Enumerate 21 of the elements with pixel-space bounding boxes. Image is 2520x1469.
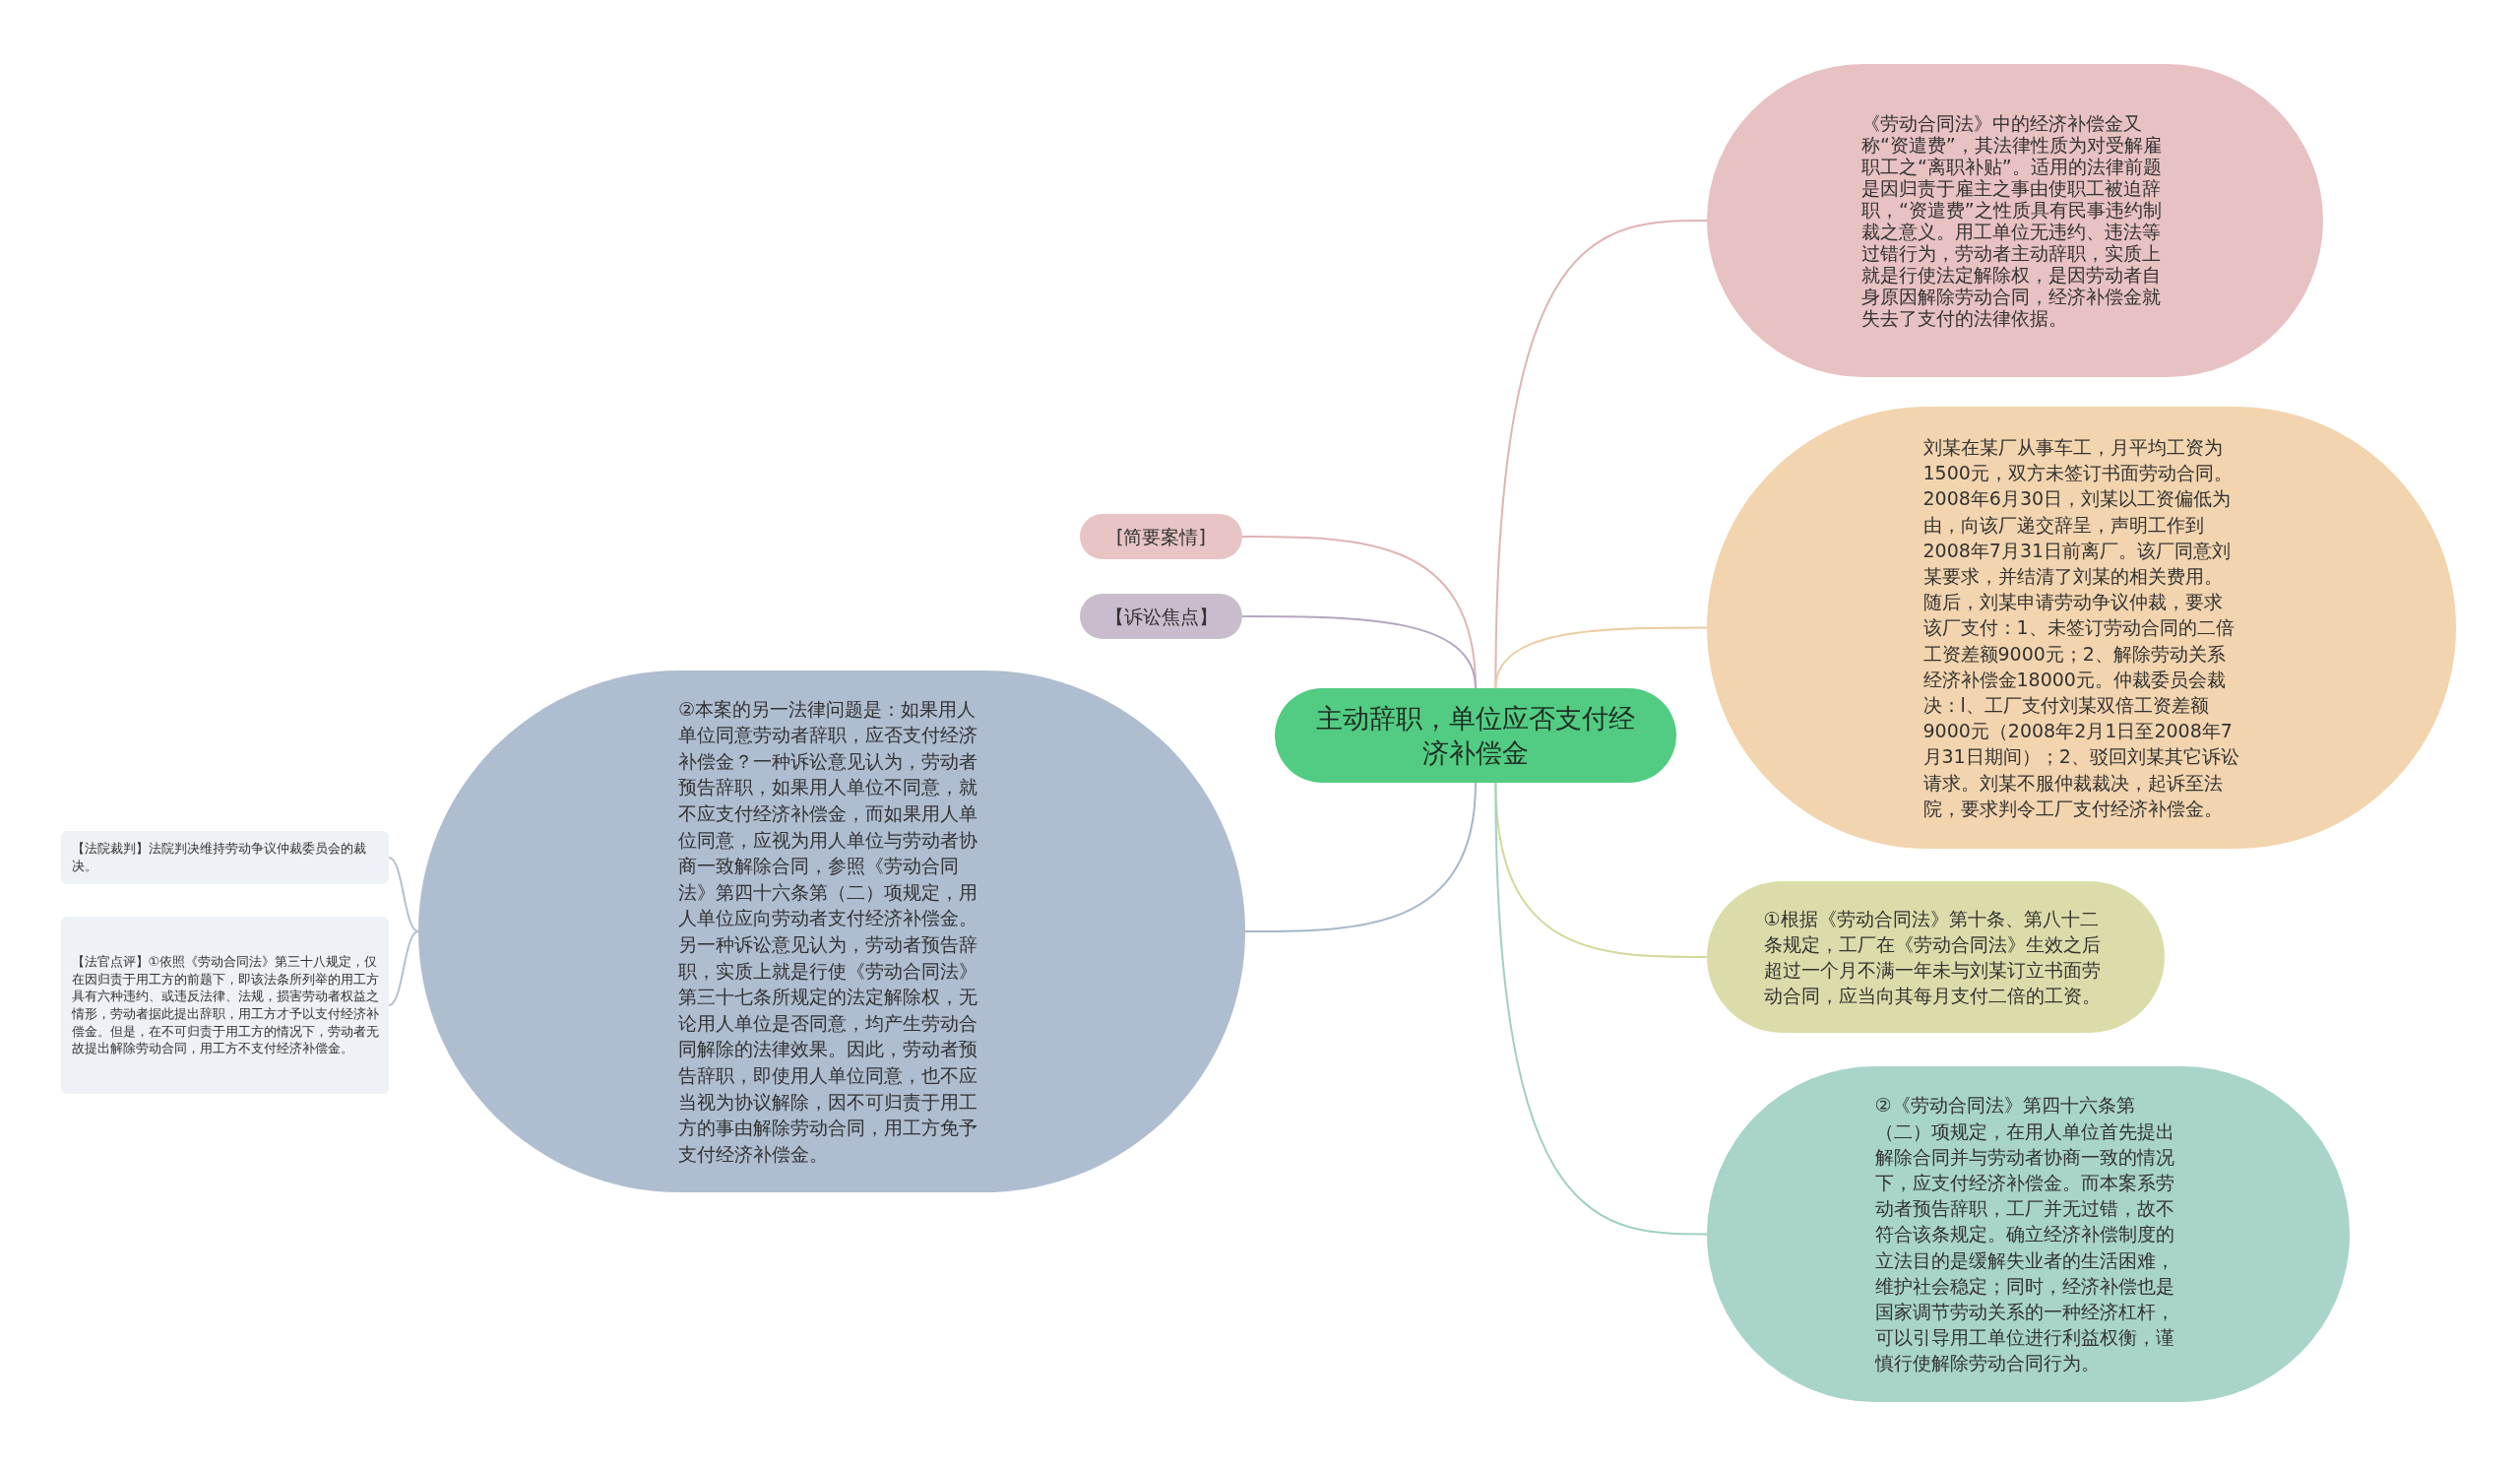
connector-line xyxy=(388,930,419,1006)
tag-label: 【诉讼焦点】 xyxy=(1103,604,1219,629)
connector-line xyxy=(1241,615,1477,689)
branch-tag xyxy=(1080,514,1242,559)
note-text: 【法官点评】①依照《劳动合同法》第三十八规定，仅在因归责于用工方的前题下，即该法条所列举的用工方具有六种违约、或违反法律、法规，损害劳动者权益之情形，劳动者据此提出辞职，用工方才予以支付经济补偿金。但是，在不可归责于用工方的情况下，劳动者无故提出解除劳动合同，用工方不支付经济补偿金。 xyxy=(71,953,379,1057)
connector-line xyxy=(1494,782,1708,1236)
bubble-text: ①根据《劳动合同法》第十条、第八十二条规定，工厂在《劳动合同法》生效之后超过一个月不满一年未与刘某订立书面劳动合同，应当向其每月支付二倍的工资。 xyxy=(1763,906,2102,1009)
note-card xyxy=(61,831,389,884)
connector-line xyxy=(1494,220,1708,689)
bubble-text: 刘某在某厂从事车工，月平均工资为1500元，双方未签订书面劳动合同。2008年6月30日，刘某以工资偏低为由，向该厂递交辞呈，声明工作到2008年7月31日前离厂。该厂同意刘某要求，并结清了刘某的相关费用。随后，刘某申请劳动争议仲裁，要求该厂支付：1、未签订劳动合同的二倍工资差额9000元；2、解除劳动关系经济补偿金18000元。仲裁委员会裁决：l、工厂支付刘某双倍工资差额9000元（2008年2月1日至2008年7月31日期间）；2、驳回刘某其它诉讼请求。刘某不服仲裁裁决，起诉至法院，要求判令工厂支付经济补偿金。 xyxy=(1922,434,2240,821)
bubble-text: ②《劳动合同法》第四十六条第（二）项规定，在用人单位首先提出解除合同并与劳动者协商一致的情况下，应支付经济补偿金。而本案系劳动者预告辞职，工厂并无过错，故不符合该条规定。确立经济补偿制度的立法目的是缓解失业者的生活困难，维护社会稳定；同时，经济补偿也是国家调节劳动关系的一种经济杠杆，可以引导用工单位进行利益权衡，谨慎行使解除劳动合同行为。 xyxy=(1874,1093,2175,1376)
note-text: 【法院裁判】法院判决维持劳动争议仲裁委员会的裁决。 xyxy=(71,840,367,875)
bubble-text: ②本案的另一法律问题是：如果用人单位同意劳动者辞职，应否支付经济补偿金？一种诉讼意见认为，劳动者预告辞职，如果用人单位不同意，就不应支付经济补偿金，而如果用人单位同意，应视为用人单位与劳动者协商一致解除合同，参照《劳动合同法》第四十六条第（二）项规定，用人单位应向劳动者支付经济补偿金。另一种诉讼意见认为，劳动者预告辞职，实质上就是行使《劳动合同法》第三十七条所规定的法定解除权，无论用人单位是否同意，均产生劳动合同解除的法律效果。因此，劳动者预告辞职，即使用人单位同意，也不应当视为协议解除，因不可归责于用工方的事由解除劳动合同，用工方免予支付经济补偿金。 xyxy=(678,696,978,1167)
topic-title: 主动辞职，单位应否支付经济补偿金 xyxy=(1315,701,1636,770)
connector-line xyxy=(388,857,419,932)
connector-line xyxy=(1244,782,1477,932)
tag-label: [简要案情] xyxy=(1115,524,1207,549)
connector-line xyxy=(1494,626,1708,689)
note-card xyxy=(61,917,389,1094)
bubble-text: 《劳动合同法》中的经济补偿金又称“资遣费”，其法律性质为对受解雇职工之“离职补贴”。适用的法律前题是因归责于雇主之事由使职工被迫辞职，“资遣费”之性质具有民事违约制裁之意义。用工单位无违约、违法等过错行为，劳动者主动辞职，实质上就是行使法定解除权，是因劳动者自身原因解除劳动合同，经济补偿金就失去了支付的法律依据。 xyxy=(1861,111,2163,330)
branch-tag xyxy=(1080,594,1242,639)
